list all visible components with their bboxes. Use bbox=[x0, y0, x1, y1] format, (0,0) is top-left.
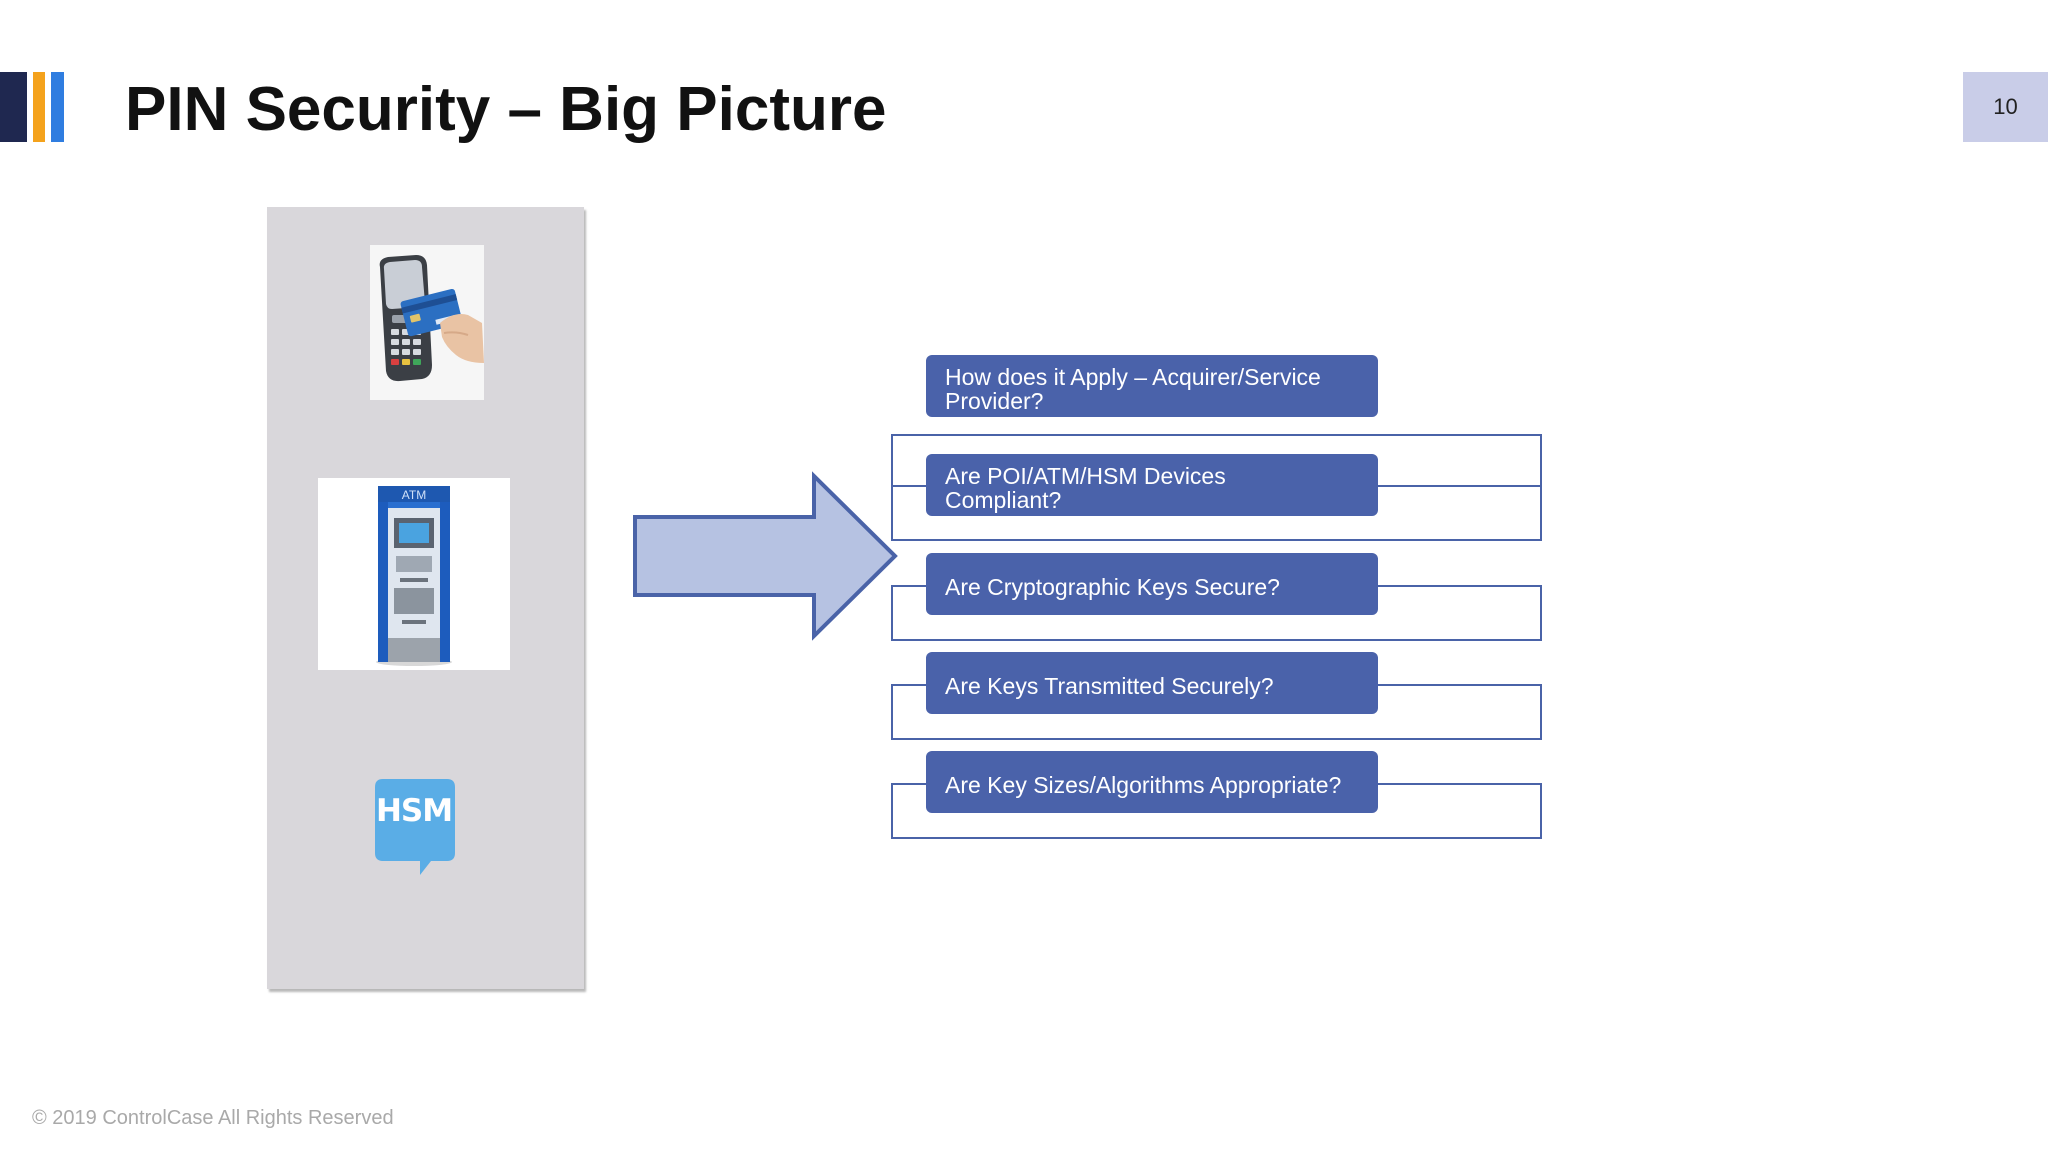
hsm-badge: HSM bbox=[375, 779, 455, 877]
question-acquirer-service-provider: How does it Apply – Acquirer/Service Pro… bbox=[926, 355, 1378, 417]
question-text: Are Key Sizes/Algorithms Appropriate? bbox=[945, 771, 1342, 798]
poi-terminal-icon bbox=[370, 245, 484, 400]
page-title: PIN Security – Big Picture bbox=[125, 75, 887, 144]
question-text: Are Cryptographic Keys Secure? bbox=[945, 573, 1280, 600]
brand-bar-orange bbox=[33, 72, 45, 142]
question-text: Are POI/ATM/HSM Devices Compliant? bbox=[945, 462, 1226, 513]
outline-frame-1 bbox=[891, 434, 1542, 541]
question-key-sizes-algorithms: Are Key Sizes/Algorithms Appropriate? bbox=[926, 751, 1378, 813]
question-text: Are Keys Transmitted Securely? bbox=[945, 672, 1274, 699]
hsm-speech-bubble-icon bbox=[375, 779, 455, 875]
device-panel: ATM HSM bbox=[267, 207, 584, 989]
brand-logo-bars bbox=[0, 72, 64, 142]
hsm-label: HSM bbox=[375, 793, 453, 829]
atm-machine-icon: ATM bbox=[318, 478, 510, 670]
outline-tick-right-1 bbox=[1378, 485, 1542, 487]
footer-copyright: © 2019 ControlCase All Rights Reserved bbox=[32, 1107, 394, 1129]
atm-image: ATM bbox=[318, 478, 510, 670]
atm-sign-label: ATM bbox=[402, 488, 426, 502]
question-keys-transmitted: Are Keys Transmitted Securely? bbox=[926, 652, 1378, 714]
question-text: How does it Apply – Acquirer/Service Pro… bbox=[945, 363, 1321, 414]
question-keys-secure: Are Cryptographic Keys Secure? bbox=[926, 553, 1378, 615]
right-arrow-icon bbox=[633, 471, 898, 641]
brand-bar-blue bbox=[51, 72, 64, 142]
brand-bar-navy bbox=[0, 72, 27, 142]
question-devices-compliant: Are POI/ATM/HSM Devices Compliant? bbox=[926, 454, 1378, 516]
flow-arrow bbox=[631, 470, 901, 642]
page-number-badge: 10 bbox=[1963, 72, 2048, 142]
poi-terminal-image bbox=[370, 245, 484, 400]
outline-tick-left-1 bbox=[891, 485, 926, 487]
